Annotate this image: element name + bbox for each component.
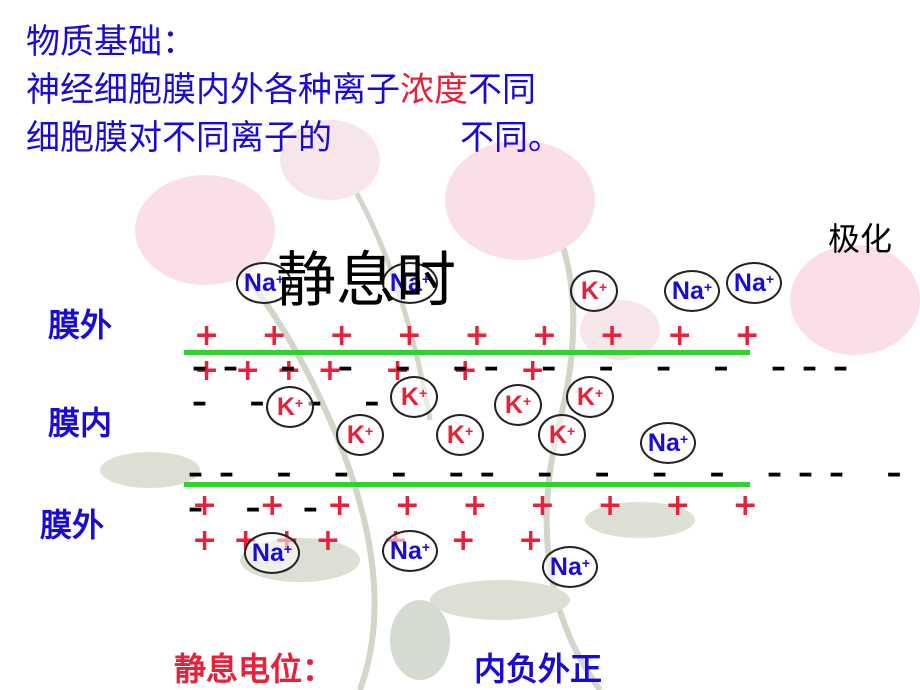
ion-symbol: K	[548, 420, 567, 449]
header-line-1: 物质基础：	[26, 22, 196, 62]
ion-charge: +	[464, 423, 474, 439]
k-ion: K+	[566, 376, 614, 418]
ion-symbol: Na	[251, 538, 284, 567]
ion-charge: +	[765, 271, 775, 287]
ion-symbol: K	[446, 420, 465, 449]
label-outside-bottom: 膜外	[40, 506, 105, 544]
header-line-3-post: 不同。	[460, 118, 562, 158]
ion-symbol: K	[400, 382, 419, 411]
ion-charge: +	[581, 555, 591, 571]
k-ion: K+	[538, 414, 586, 456]
membrane-top	[184, 350, 750, 355]
ion-symbol: K	[580, 276, 599, 305]
ion-charge: +	[364, 423, 374, 439]
ion-symbol: K	[576, 382, 595, 411]
header-line-2-post: 不同	[468, 70, 536, 110]
ion-symbol: Na	[389, 536, 422, 565]
ion-symbol: K	[346, 420, 365, 449]
ion-charge: +	[283, 541, 293, 557]
charges-top-plus: + + + + + + + + + ++++ + + +	[194, 318, 776, 388]
ion-symbol: K	[504, 390, 523, 419]
k-ion: K+	[494, 384, 542, 426]
na-ion: Na+	[664, 270, 720, 312]
ion-symbol: Na	[671, 276, 704, 305]
ion-symbol: Na	[243, 268, 276, 297]
header-line-3-pre: 细胞膜对不同离子的	[26, 118, 332, 158]
header-line-2-highlight: 浓度	[400, 70, 468, 110]
diagram-title: 静息时	[276, 246, 456, 316]
k-ion: K+	[436, 414, 484, 456]
state-label: 极化	[828, 220, 893, 258]
ion-charge: +	[421, 539, 431, 555]
header-line-2-pre: 神经细胞膜内外各种离子	[26, 70, 400, 110]
ion-charge: +	[703, 279, 713, 295]
ion-charge: +	[421, 271, 431, 287]
na-ion: Na+	[236, 262, 292, 304]
na-ion: Na+	[382, 530, 438, 572]
k-ion: K+	[266, 386, 314, 428]
header-line-3: 细胞膜对不同离子的 不同。	[26, 118, 562, 158]
ion-symbol: K	[276, 392, 295, 421]
ion-charge: +	[566, 423, 576, 439]
label-outside-top: 膜外	[48, 306, 113, 344]
ion-charge: +	[522, 393, 532, 409]
ion-charge: +	[294, 395, 304, 411]
na-ion: Na+	[726, 262, 782, 304]
ion-charge: +	[598, 279, 608, 295]
ion-symbol: Na	[733, 268, 766, 297]
membrane-bottom	[184, 482, 750, 487]
na-ion: Na+	[542, 546, 598, 588]
ion-symbol: Na	[549, 552, 582, 581]
na-ion: Na+	[244, 532, 300, 574]
ion-charge: +	[594, 385, 604, 401]
k-ion: K+	[390, 376, 438, 418]
ion-symbol: Na	[647, 428, 680, 457]
ion-charge: +	[275, 271, 285, 287]
na-ion: Na+	[382, 262, 438, 304]
footer-value: 内负外正	[474, 650, 603, 688]
footer-label: 静息电位：	[174, 650, 335, 688]
ion-charge: +	[418, 385, 428, 401]
header-line-2: 神经细胞膜内外各种离子浓度不同	[26, 70, 536, 110]
k-ion: K+	[570, 270, 618, 312]
na-ion: Na+	[640, 422, 696, 464]
ion-symbol: Na	[389, 268, 422, 297]
ion-charge: +	[679, 431, 689, 447]
k-ion: K+	[336, 414, 384, 456]
label-inside: 膜内	[48, 404, 113, 442]
